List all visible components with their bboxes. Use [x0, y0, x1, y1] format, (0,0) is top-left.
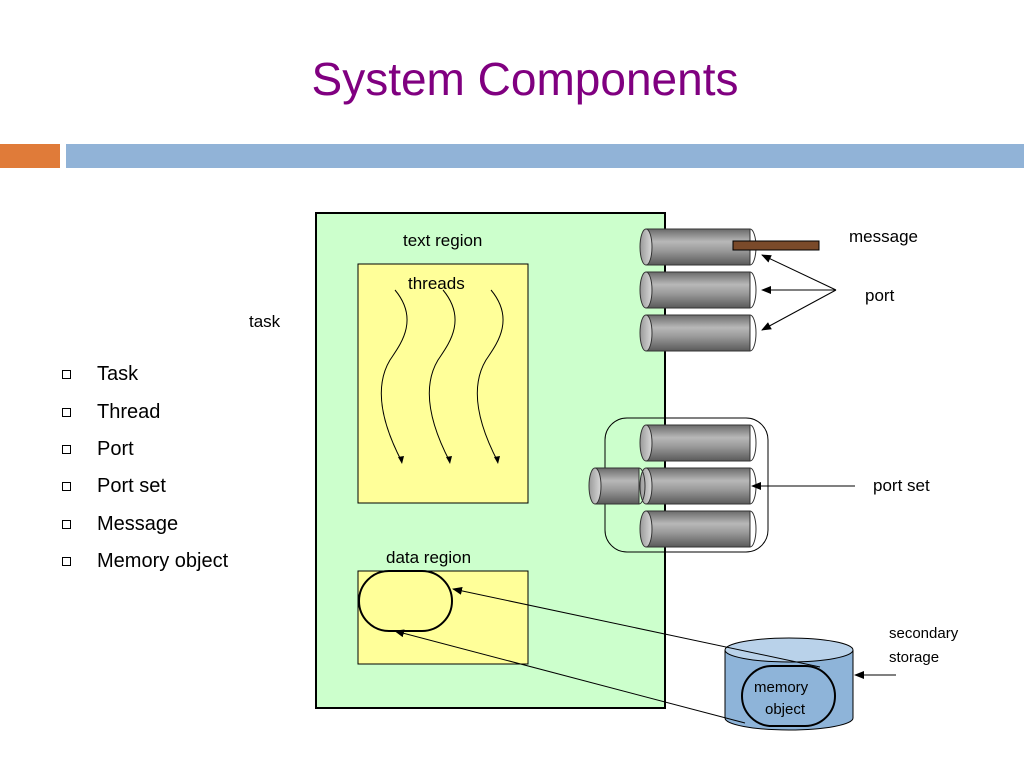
port-cylinder — [639, 314, 757, 352]
mapping-arrow — [452, 586, 821, 668]
list-item-label: Thread — [97, 400, 161, 423]
list-item-label: Memory object — [97, 550, 229, 573]
data-region-label: data region — [386, 548, 471, 567]
bullet-square-icon — [62, 519, 71, 529]
port-set-cylinder — [639, 424, 757, 462]
thread-arrowhead — [446, 456, 452, 464]
bullet-square-icon — [62, 407, 71, 417]
port-set-cylinder-short — [588, 467, 646, 505]
list-item-label: Message — [97, 512, 179, 535]
slide-title: System Components — [311, 53, 739, 105]
thread-arrowhead — [398, 456, 404, 464]
thread-line — [380, 289, 408, 463]
list-item: Port — [62, 431, 228, 468]
header-bar-orange — [0, 144, 60, 168]
threads-label: threads — [408, 274, 465, 293]
list-item: Memory object — [62, 543, 228, 580]
mapping-arrow — [394, 629, 746, 724]
port-label: port — [865, 286, 895, 305]
list-item-label: Port — [97, 437, 134, 460]
thread-line — [476, 289, 504, 463]
port-arrow — [761, 289, 837, 331]
task-label: task — [249, 312, 281, 331]
header-bar-blue — [66, 144, 1024, 168]
thread-line — [428, 289, 456, 463]
secondary-storage-label-line2: storage — [889, 649, 939, 666]
port-set-cylinder — [639, 467, 757, 505]
memory-object-oval — [741, 665, 836, 727]
bullet-square-icon — [62, 370, 71, 380]
port-cylinder — [639, 271, 757, 309]
port-set-cylinder — [639, 510, 757, 548]
memory-object-label-line2: object — [765, 701, 806, 718]
bullet-square-icon — [62, 482, 71, 492]
secondary-storage-label-line1: secondary — [889, 625, 959, 642]
port-arrow — [761, 254, 837, 291]
memory-object-label-line1: memory — [754, 679, 809, 696]
list-item: Task — [62, 356, 228, 393]
bullet-square-icon — [62, 444, 71, 454]
message-label: message — [849, 227, 918, 246]
secondary-storage-top — [724, 637, 854, 663]
message-bar — [732, 240, 820, 251]
bullet-list: Task Thread Port Port set Message Memory… — [62, 356, 228, 580]
port-set-label: port set — [873, 476, 930, 495]
list-item: Port set — [62, 468, 228, 505]
text-region-label: text region — [403, 231, 482, 250]
bullet-square-icon — [62, 557, 71, 567]
mapped-memory-oval — [358, 570, 453, 632]
list-item-label: Port set — [97, 475, 166, 498]
list-item-label: Task — [97, 363, 139, 386]
text-region-box — [357, 263, 529, 504]
list-item: Thread — [62, 393, 228, 430]
thread-arrowhead — [494, 456, 500, 464]
list-item: Message — [62, 506, 228, 543]
